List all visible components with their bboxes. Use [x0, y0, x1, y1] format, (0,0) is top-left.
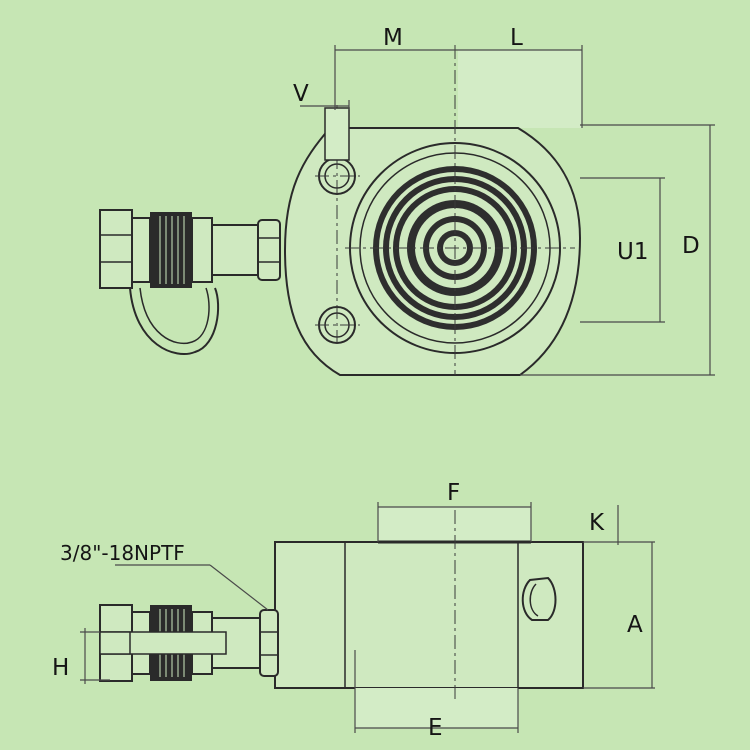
- hose-loop: [129, 287, 220, 355]
- top-view-coupler: [99, 209, 281, 355]
- side-view-dimensions: [80, 502, 655, 733]
- dim-label-a: A: [627, 612, 643, 638]
- dim-label-e: E: [428, 715, 443, 741]
- dim-e-area: [355, 688, 518, 728]
- dim-label-u1: U1: [617, 239, 648, 265]
- dim-v-pin: [324, 107, 350, 161]
- dim-l-extension-area: [458, 50, 582, 128]
- dim-label-l: L: [510, 25, 523, 51]
- dim-label-v: V: [293, 81, 309, 107]
- top-view: M L V U1 D: [99, 25, 715, 376]
- dim-label-h: H: [52, 655, 69, 681]
- coupler-knurled-collar: [150, 212, 192, 288]
- side-view: F K A E H 3/8"-18NPTF: [52, 480, 655, 741]
- hex-fitting: [257, 219, 281, 281]
- dim-label-m: M: [383, 25, 403, 51]
- coupler-nut: [99, 209, 133, 289]
- coupler-body: [211, 224, 261, 276]
- top-view-dimensions: [300, 45, 715, 376]
- top-view-centerlines: [315, 45, 575, 375]
- side-port: [521, 576, 557, 621]
- dim-label-k: K: [589, 510, 605, 536]
- side-view-coupler: [99, 604, 279, 682]
- side-hex-fitting: [259, 609, 279, 677]
- dim-label-f: F: [447, 480, 460, 506]
- dim-label-d: D: [682, 233, 700, 259]
- thread-spec-label: 3/8"-18NPTF: [60, 541, 185, 565]
